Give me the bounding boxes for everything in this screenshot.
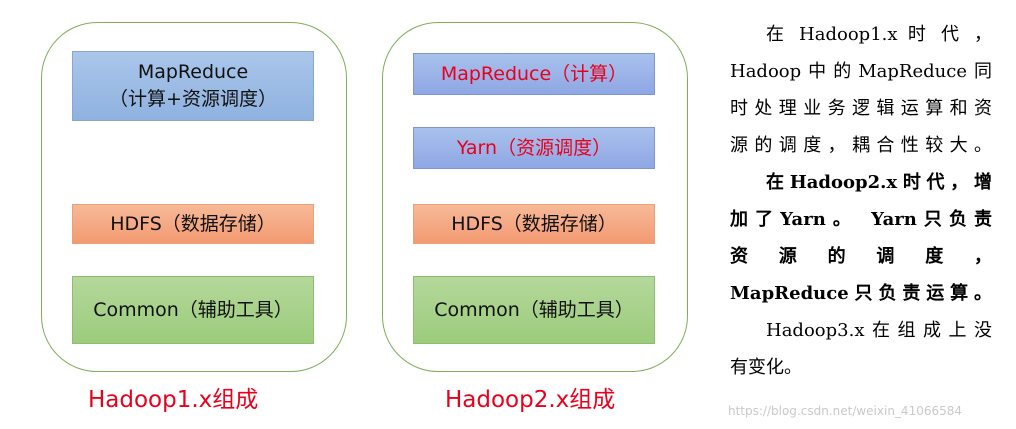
description-line: 在 Hadoop1.x 时 代 ， xyxy=(766,24,992,45)
description-line: MapReduce只负责运算。 xyxy=(730,283,992,304)
hadoop1-common-box: Common（辅助工具） xyxy=(72,276,314,344)
hadoop1-mapreduce-box: MapReduce （计算+资源调度） xyxy=(72,51,314,121)
hadoop1-hdfs-box: HDFS（数据存储） xyxy=(72,204,314,244)
hadoop2-mapreduce-label: MapReduce（计算） xyxy=(440,62,628,85)
hadoop1-mapreduce-title: MapReduce xyxy=(137,61,249,83)
hadoop2-caption: Hadoop2.x组成 xyxy=(445,387,616,413)
hadoop2-hdfs-label: HDFS（数据存储） xyxy=(451,212,617,235)
description-line: 资 源 的 调 度 ， xyxy=(730,246,992,267)
watermark: https://blog.csdn.net/weixin_41066584 xyxy=(728,404,963,418)
hadoop2-common-label: Common（辅助工具） xyxy=(434,298,634,321)
hadoop2-hdfs-box: HDFS（数据存储） xyxy=(413,204,655,244)
hadoop1-caption: Hadoop1.x组成 xyxy=(88,387,259,413)
hadoop2-common-box: Common（辅助工具） xyxy=(413,276,655,344)
hadoop2-mapreduce-box: MapReduce（计算） xyxy=(413,53,655,95)
hadoop2-yarn-label: Yarn（资源调度） xyxy=(456,136,612,159)
description-line: 时处理业务逻辑运算和资 xyxy=(730,98,992,119)
description-line: 源的调度，耦合性较大。 xyxy=(730,135,992,156)
hadoop2-yarn-box: Yarn（资源调度） xyxy=(413,127,655,169)
description-text: 在 Hadoop1.x 时 代 ， Hadoop中的MapReduce同 时处理… xyxy=(730,16,992,386)
description-line: Hadoop3.x在组成上没 xyxy=(766,320,992,341)
description-line: 加了Yarn。 Yarn只负责 xyxy=(730,209,992,230)
description-line: 在Hadoop2.x时代，增 xyxy=(766,172,992,193)
hadoop1-mapreduce-subtitle: （计算+资源调度） xyxy=(109,88,277,110)
hadoop1-common-label: Common（辅助工具） xyxy=(93,298,293,321)
description-line: 有变化。 xyxy=(730,357,802,378)
hadoop1-hdfs-label: HDFS（数据存储） xyxy=(110,212,276,235)
description-line: Hadoop中的MapReduce同 xyxy=(730,61,992,82)
